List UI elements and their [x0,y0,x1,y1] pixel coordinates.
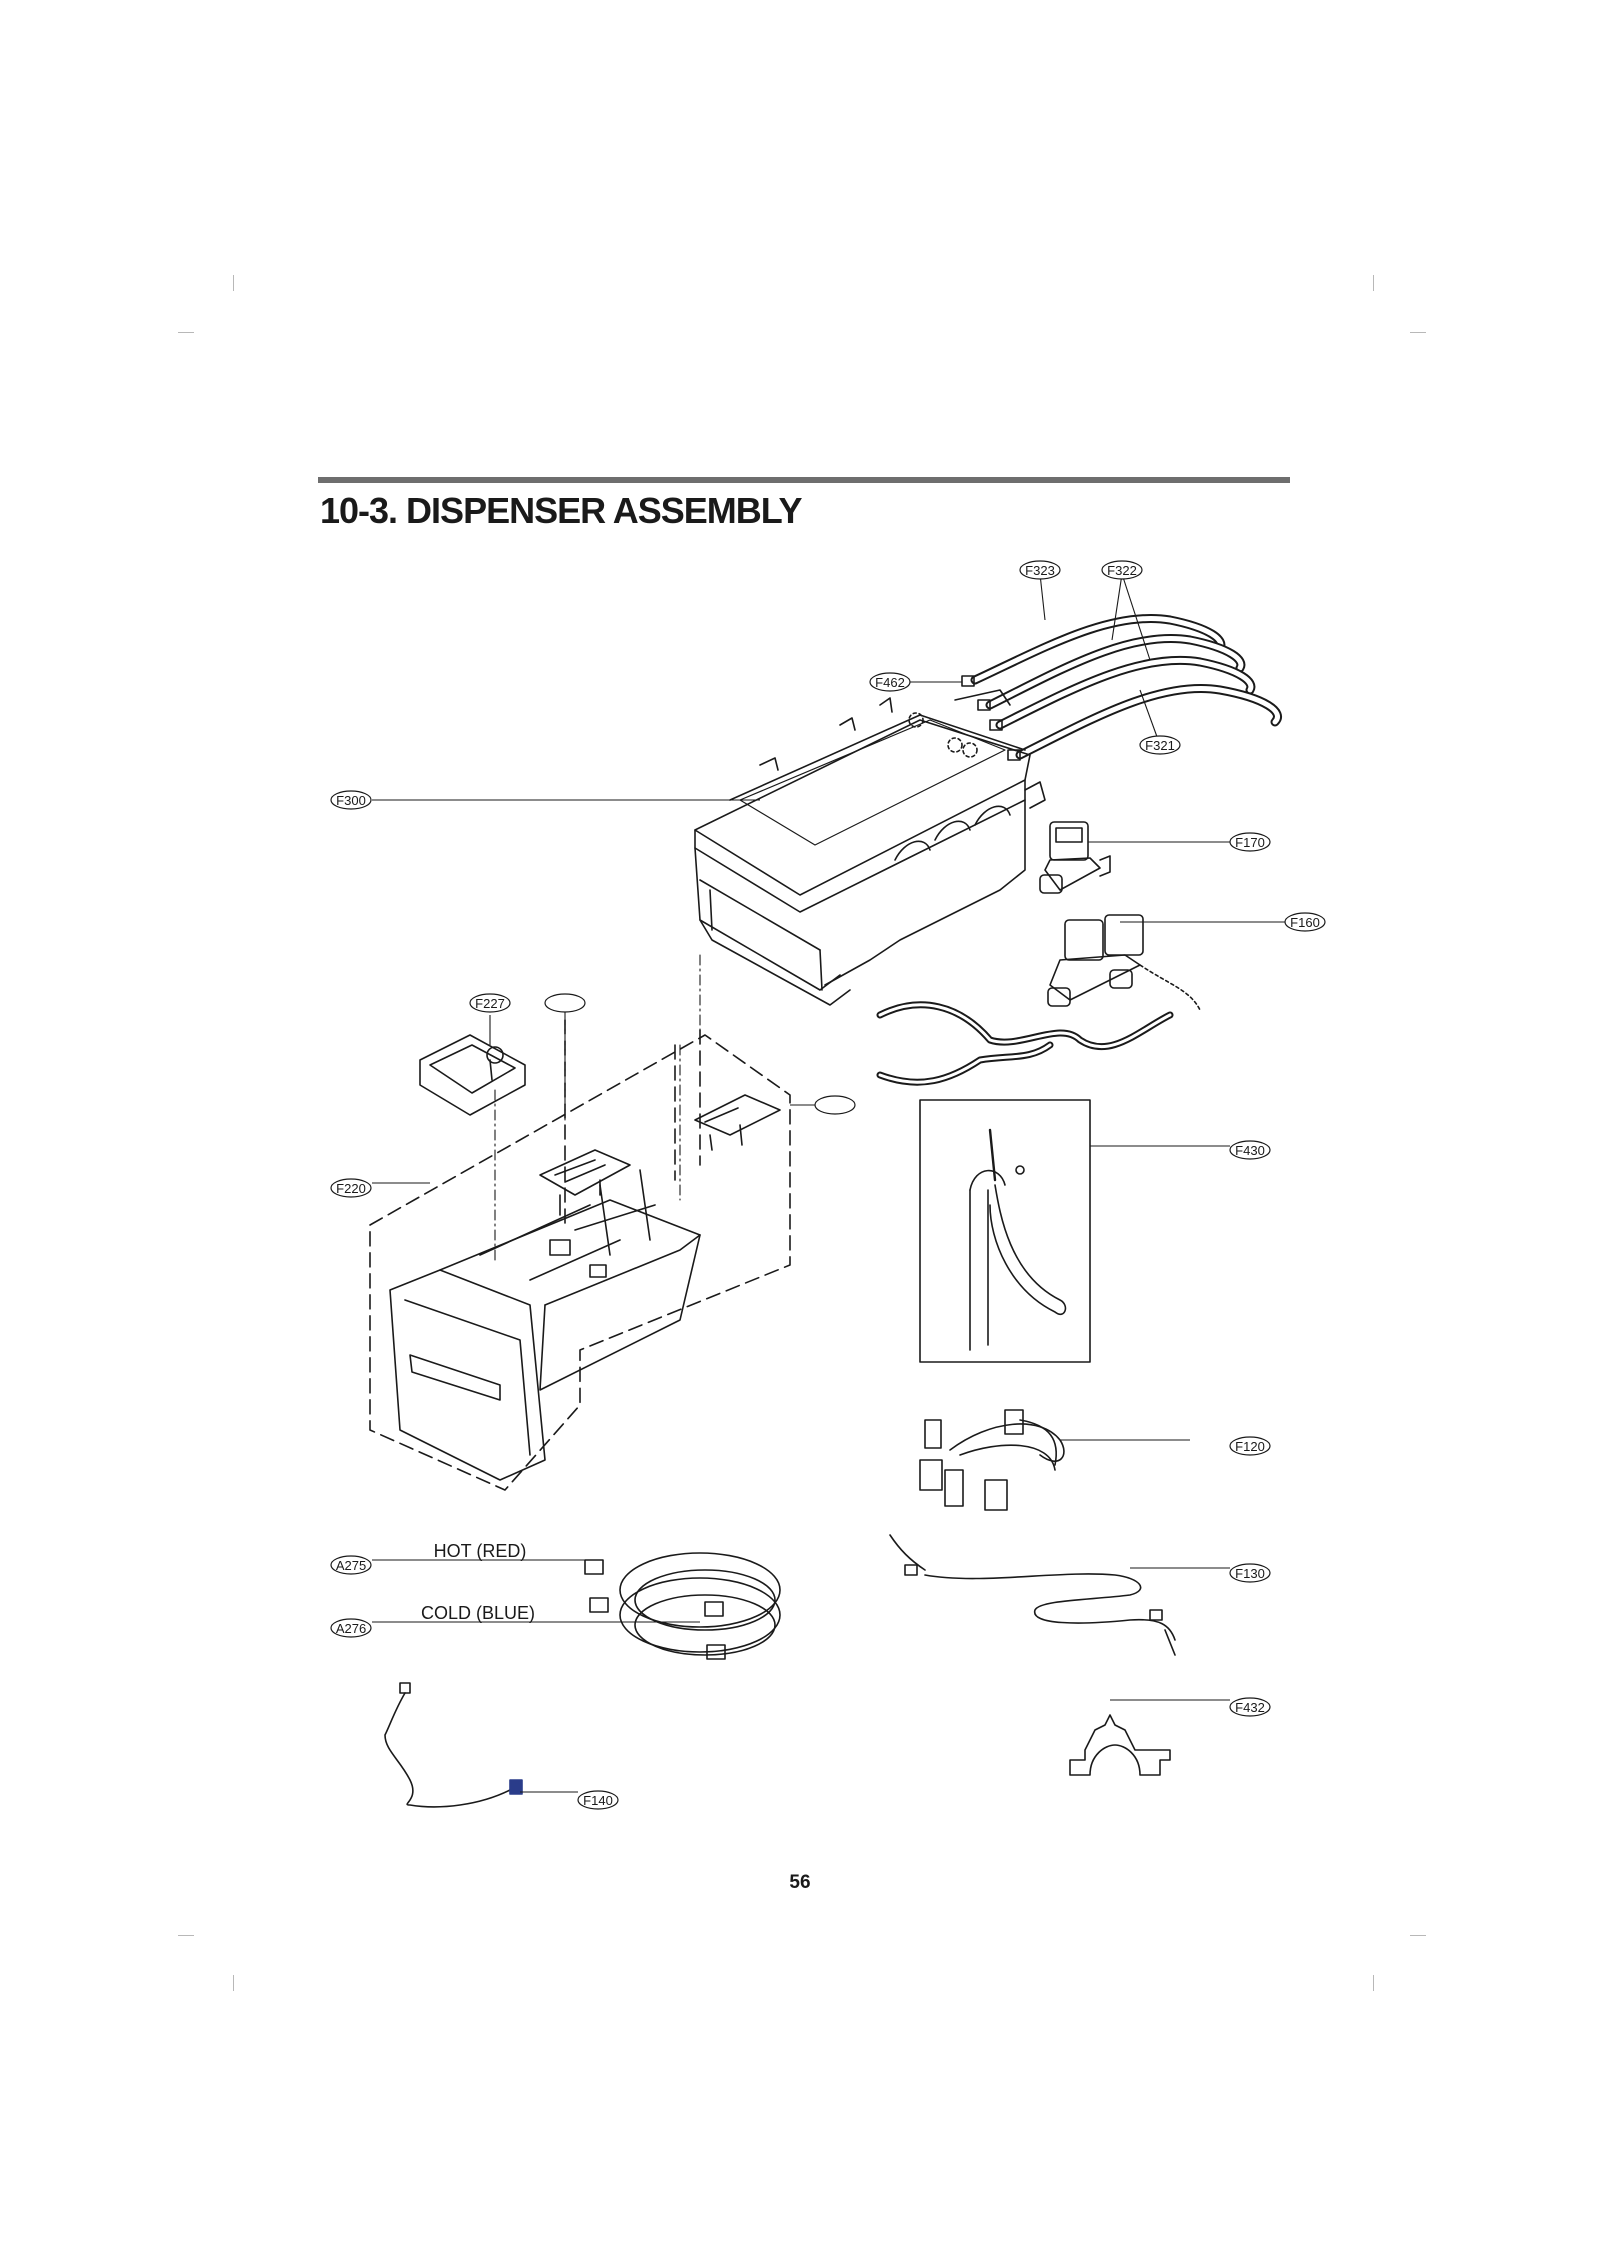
double-water-valve [1047,914,1201,1011]
crop-mark [233,1975,234,1991]
callout-f300: F300 [336,793,366,808]
callout-labels: F323 F322 F462 F321 F300 F170 F160 F227 … [336,563,1320,1808]
crop-mark [1373,275,1374,291]
callout-f322: F322 [1107,563,1137,578]
callout-f120: F120 [1235,1439,1265,1454]
drawer-insert-2 [694,1094,781,1151]
callout-f130: F130 [1235,1566,1265,1581]
valve-hose-assembly-inner [878,1003,1172,1084]
crop-mark [178,1935,194,1936]
valve-hose-assembly [876,1001,1174,1086]
assembly-guide-lines [494,954,701,1261]
callout-f170: F170 [1235,835,1265,850]
section-title: 10-3. DISPENSER ASSEMBLY [320,490,802,531]
callout-f220: F220 [336,1181,366,1196]
drawer-dashed-outline [369,1019,791,1491]
callout-f430: F430 [1235,1143,1265,1158]
page-number: 56 [789,1872,811,1893]
crop-mark [1373,1975,1374,1991]
single-water-valve [1039,821,1111,894]
callout-a276: A276 [336,1621,366,1636]
drawer-insert [539,1149,631,1216]
callout-a275: A275 [336,1558,366,1573]
dispenser-housing [694,689,1046,1006]
wire-harness-f120 [919,1409,1065,1511]
drain-hose [969,1128,1067,1351]
sensor-cable-f140 [384,1682,523,1808]
inlet-hose-set [961,614,1282,761]
callout-f323: F323 [1025,563,1055,578]
title-rule [318,477,1290,483]
callout-bubbles [330,560,1326,1810]
cold-hose-label: COLD (BLUE) [421,1603,535,1623]
callout-f160: F160 [1290,915,1320,930]
callout-f227: F227 [475,996,505,1011]
callout-f321: F321 [1145,738,1175,753]
crop-mark [1410,1935,1426,1936]
dispenser-drawer [389,1169,701,1481]
hose-guide-f432 [1069,1714,1171,1776]
crop-mark [1410,332,1426,333]
callout-f140: F140 [583,1793,613,1808]
fill-hoses [584,1552,781,1660]
drain-hose-frame [919,1099,1091,1363]
callout-f432: F432 [1235,1700,1265,1715]
crop-mark [178,332,194,333]
hot-hose-label: HOT (RED) [434,1541,527,1561]
leader-lines [372,573,1285,1793]
crop-mark [233,275,234,291]
drawer-cap-f227 [419,1034,526,1116]
callout-f462: F462 [875,675,905,690]
wire-harness-f130 [889,1534,1176,1656]
